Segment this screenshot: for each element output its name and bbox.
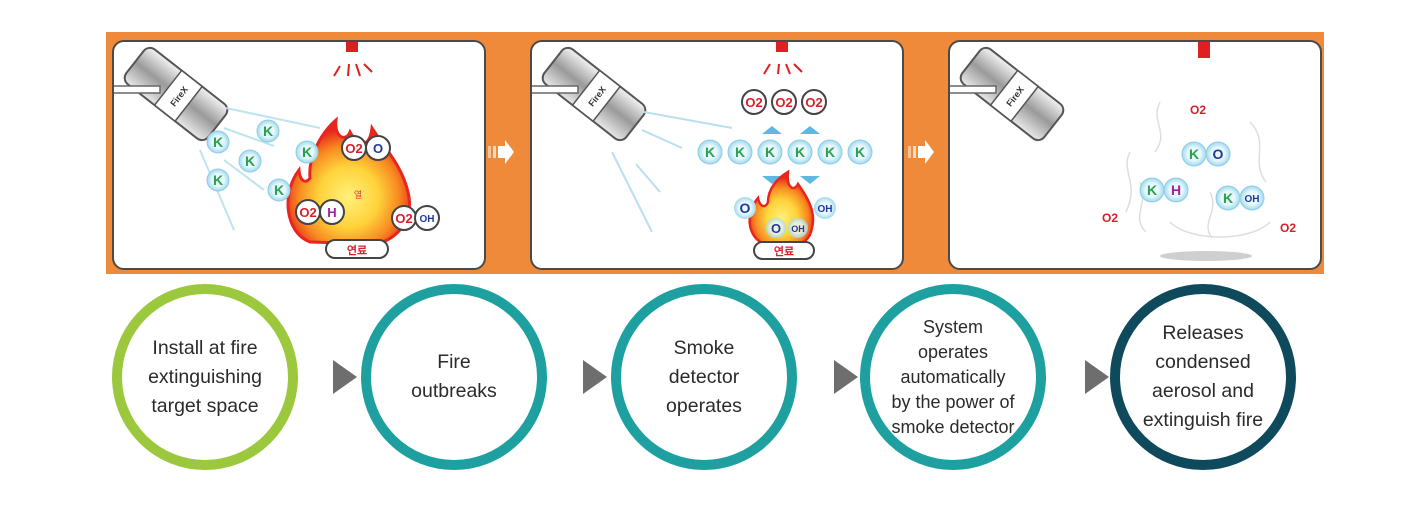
step-arrow-icon — [333, 360, 357, 394]
k-particle: K — [757, 139, 783, 165]
svg-text:OH: OH — [420, 214, 435, 225]
step-label: Install at fire extinguishing target spa… — [148, 336, 262, 417]
process-steps: Install at fire extinguishing target spa… — [0, 280, 1428, 510]
smoke-detector-icon — [1198, 42, 1210, 58]
step-arrow-icon — [834, 360, 858, 394]
stage-3-panel: FireX K O K H — [948, 40, 1322, 270]
down-arrows-icon — [762, 176, 820, 184]
svg-text:O2: O2 — [805, 95, 822, 110]
svg-text:K: K — [825, 144, 835, 160]
step-smoke-detector: Smoke detector operates — [611, 284, 797, 470]
k-particle: K — [787, 139, 813, 165]
svg-text:연료: 연료 — [347, 243, 367, 257]
svg-text:O: O — [373, 141, 383, 156]
oxygen-molecule: O2 — [801, 89, 827, 115]
svg-text:K: K — [213, 134, 223, 150]
canister-icon: FireX — [541, 46, 647, 142]
svg-text:K: K — [1147, 182, 1157, 198]
svg-text:O2: O2 — [299, 205, 316, 220]
stage-1-panel: FireX K K K — [112, 40, 486, 270]
svg-text:K: K — [735, 144, 745, 160]
svg-text:K: K — [302, 144, 312, 160]
step-label: Smoke detector operates — [666, 336, 742, 417]
step-arrow-icon — [1085, 360, 1109, 394]
svg-text:O2: O2 — [395, 211, 412, 226]
svg-text:O2: O2 — [1190, 103, 1206, 117]
svg-text:K: K — [765, 144, 775, 160]
step-fire-outbreak: Fire outbreaks — [361, 284, 547, 470]
k-particle: K — [295, 140, 319, 164]
step-label: System operates automatically by the pow… — [891, 316, 1015, 437]
oxygen-molecule: O2 — [741, 89, 767, 115]
step-install: Install at fire extinguishing target spa… — [112, 284, 298, 470]
compound-kh: K H — [1139, 177, 1189, 203]
heat-label: 열 — [354, 190, 362, 200]
k-particle: K — [817, 139, 843, 165]
oxygen-molecule: O2 — [771, 89, 797, 115]
svg-text:K: K — [245, 153, 255, 169]
next-stage-arrow-icon — [908, 140, 934, 164]
svg-text:K: K — [705, 144, 715, 160]
k-particle: K — [238, 149, 262, 173]
radical-oh: OH — [814, 197, 836, 219]
smoke-detector-icon — [333, 42, 373, 77]
illustration-band: FireX K K K — [106, 32, 1324, 274]
k-particle: K — [256, 119, 280, 143]
stage-2-panel: FireX O2 O2 O2 — [530, 40, 904, 270]
canister-icon: FireX — [123, 46, 229, 142]
smoke-detector-icon — [763, 42, 803, 75]
fuel-label: 연료 — [753, 241, 815, 260]
k-particle: K — [847, 139, 873, 165]
radical-o: O — [766, 218, 786, 238]
svg-text:O2: O2 — [775, 95, 792, 110]
molecule-o2-o: O2 O — [341, 135, 391, 161]
svg-text:K: K — [1189, 146, 1199, 162]
svg-text:O: O — [740, 200, 751, 216]
svg-text:K: K — [274, 182, 284, 198]
k-particle: K — [267, 178, 291, 202]
molecule-o2-oh: O2 OH — [391, 205, 440, 231]
svg-text:O: O — [771, 221, 781, 236]
k-particle: K — [206, 168, 230, 192]
svg-text:O: O — [1213, 146, 1224, 162]
svg-text:연료: 연료 — [774, 244, 794, 258]
smoke-wisps — [1125, 101, 1271, 239]
free-oxygen: O2 O2 O2 — [1102, 103, 1296, 235]
step-label: Releases condensed aerosol and extinguis… — [1142, 322, 1264, 431]
svg-text:K: K — [795, 144, 805, 160]
svg-text:OH: OH — [1245, 194, 1260, 205]
molecule-o2-h: O2 H — [295, 199, 345, 225]
step-system-operates: System operates automatically by the pow… — [860, 284, 1046, 470]
compound-ko: K O — [1181, 141, 1231, 167]
svg-text:H: H — [327, 205, 336, 220]
k-particle: K — [206, 130, 230, 154]
up-arrows-icon — [762, 126, 820, 134]
svg-text:OH: OH — [791, 224, 805, 234]
svg-text:O2: O2 — [1102, 211, 1118, 225]
svg-text:K: K — [213, 172, 223, 188]
svg-text:K: K — [855, 144, 865, 160]
svg-text:O2: O2 — [1280, 221, 1296, 235]
radical-oh: OH — [788, 218, 808, 238]
step-label: Fire outbreaks — [411, 351, 497, 402]
svg-text:H: H — [1171, 182, 1181, 198]
residue-shadow — [1160, 251, 1252, 261]
step-arrow-icon — [583, 360, 607, 394]
svg-text:O2: O2 — [345, 141, 362, 156]
svg-text:K: K — [263, 123, 273, 139]
fuel-label: 연료 — [325, 239, 389, 259]
k-particle: K — [727, 139, 753, 165]
svg-text:O2: O2 — [745, 95, 762, 110]
compound-koh: K OH — [1215, 185, 1265, 211]
svg-text:OH: OH — [818, 204, 833, 215]
svg-text:K: K — [1223, 190, 1233, 206]
k-particle: K — [697, 139, 723, 165]
canister-icon: FireX — [959, 46, 1065, 142]
radical-o: O — [734, 197, 756, 219]
next-stage-arrow-icon — [488, 140, 514, 164]
step-release-aerosol: Releases condensed aerosol and extinguis… — [1110, 284, 1296, 470]
